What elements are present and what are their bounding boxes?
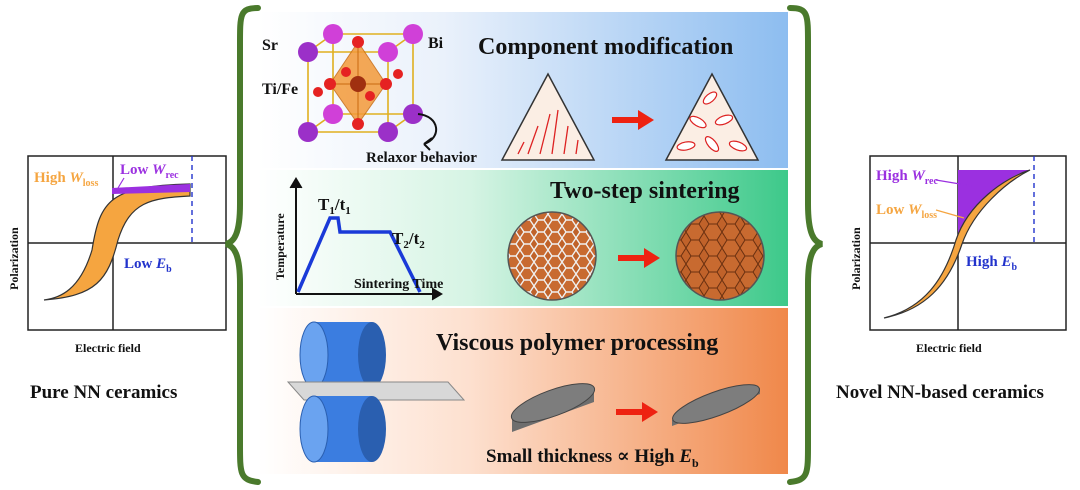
left-low-eb-label: Low Eb bbox=[124, 256, 172, 275]
atom-label-tife: Ti/Fe bbox=[262, 81, 298, 98]
atom-label-sr: Sr bbox=[262, 37, 278, 54]
right-brace bbox=[787, 5, 824, 485]
panel2-title: Two-step sintering bbox=[550, 178, 740, 204]
right-low-wloss-label: Low Wloss bbox=[876, 202, 937, 221]
b-site-atom bbox=[350, 76, 366, 92]
right-high-eb-label: High Eb bbox=[966, 254, 1017, 273]
thick-disc bbox=[510, 383, 596, 432]
sinter-xlabel: Sintering Time bbox=[354, 277, 443, 292]
right-wloss-pointer bbox=[935, 209, 965, 219]
panel-two-step-sintering: Temperature Sintering Time T1/t1 T2/t2 T… bbox=[258, 170, 788, 306]
svg-text:Small thickness ∝ High Eb: Small thickness ∝ High Eb bbox=[486, 446, 699, 470]
left-hysteresis-figure: High Wloss Low Wrec Low Eb Electric fiel… bbox=[0, 140, 230, 370]
grain-circles bbox=[507, 211, 765, 301]
right-high-wrec-label: High Wrec bbox=[876, 168, 938, 187]
right-xlabel: Electric field bbox=[916, 341, 982, 355]
thickness-note: Small thickness ∝ High Eb bbox=[486, 446, 699, 470]
left-rec-area bbox=[112, 184, 190, 194]
right-loop-area bbox=[883, 169, 1031, 319]
grains-dense bbox=[675, 211, 765, 301]
left-high-wloss-label: High Wloss bbox=[34, 170, 98, 189]
right-ylabel: Polarization bbox=[849, 227, 863, 290]
polymer-sheet bbox=[286, 381, 466, 401]
panel-viscous-polymer: Viscous polymer processing Small thickne… bbox=[258, 308, 788, 474]
right-hysteresis-plot: High Wrec Low Wloss High Eb Electric fie… bbox=[849, 155, 1067, 355]
panel1-title: Component modification bbox=[478, 34, 734, 60]
oxygen-atoms bbox=[313, 36, 403, 130]
a-site-atoms bbox=[298, 24, 423, 142]
temperature-curve bbox=[296, 216, 422, 293]
thickness-discs bbox=[510, 383, 760, 432]
atom-label-bi: Bi bbox=[428, 35, 444, 52]
t1-label: T1/t1 bbox=[318, 195, 351, 217]
right-wrec-pointer bbox=[935, 179, 973, 187]
aligned-domains bbox=[517, 109, 579, 155]
triangle-ferroelectric bbox=[500, 72, 596, 161]
right-hysteresis-figure: High Wrec Low Wloss High Eb Electric fie… bbox=[844, 140, 1076, 370]
left-brace bbox=[224, 5, 261, 485]
domain-triangles bbox=[500, 72, 760, 161]
right-rec-area bbox=[958, 170, 1030, 240]
left-hysteresis-plot: High Wloss Low Wrec Low Eb Electric fiel… bbox=[7, 155, 227, 355]
grains-porous bbox=[507, 211, 597, 301]
left-wrec-pointer bbox=[117, 177, 125, 189]
right-caption: Novel NN-based ceramics bbox=[836, 382, 1044, 403]
sintering-profile: Temperature Sintering Time T1/t1 T2/t2 bbox=[273, 177, 443, 301]
left-caption: Pure NN ceramics bbox=[30, 382, 178, 403]
left-ylabel: Polarization bbox=[7, 227, 21, 290]
polar-nanoregions bbox=[676, 91, 748, 152]
relaxor-label: Relaxor behavior bbox=[366, 150, 477, 166]
perovskite-crystal: Sr Bi Ti/Fe Relaxor behavior bbox=[262, 24, 477, 166]
panel3-title: Viscous polymer processing bbox=[436, 330, 719, 356]
panel-component-modification: Sr Bi Ti/Fe Relaxor behavior Component m… bbox=[258, 12, 788, 168]
rolling-mill bbox=[286, 321, 466, 463]
t2-label: T2/t2 bbox=[392, 229, 425, 251]
left-low-wrec-label: Low Wrec bbox=[120, 162, 179, 181]
triangle-relaxor bbox=[664, 72, 760, 161]
sinter-ylabel: Temperature bbox=[273, 213, 287, 280]
left-xlabel: Electric field bbox=[75, 341, 141, 355]
thin-disc bbox=[672, 384, 760, 426]
